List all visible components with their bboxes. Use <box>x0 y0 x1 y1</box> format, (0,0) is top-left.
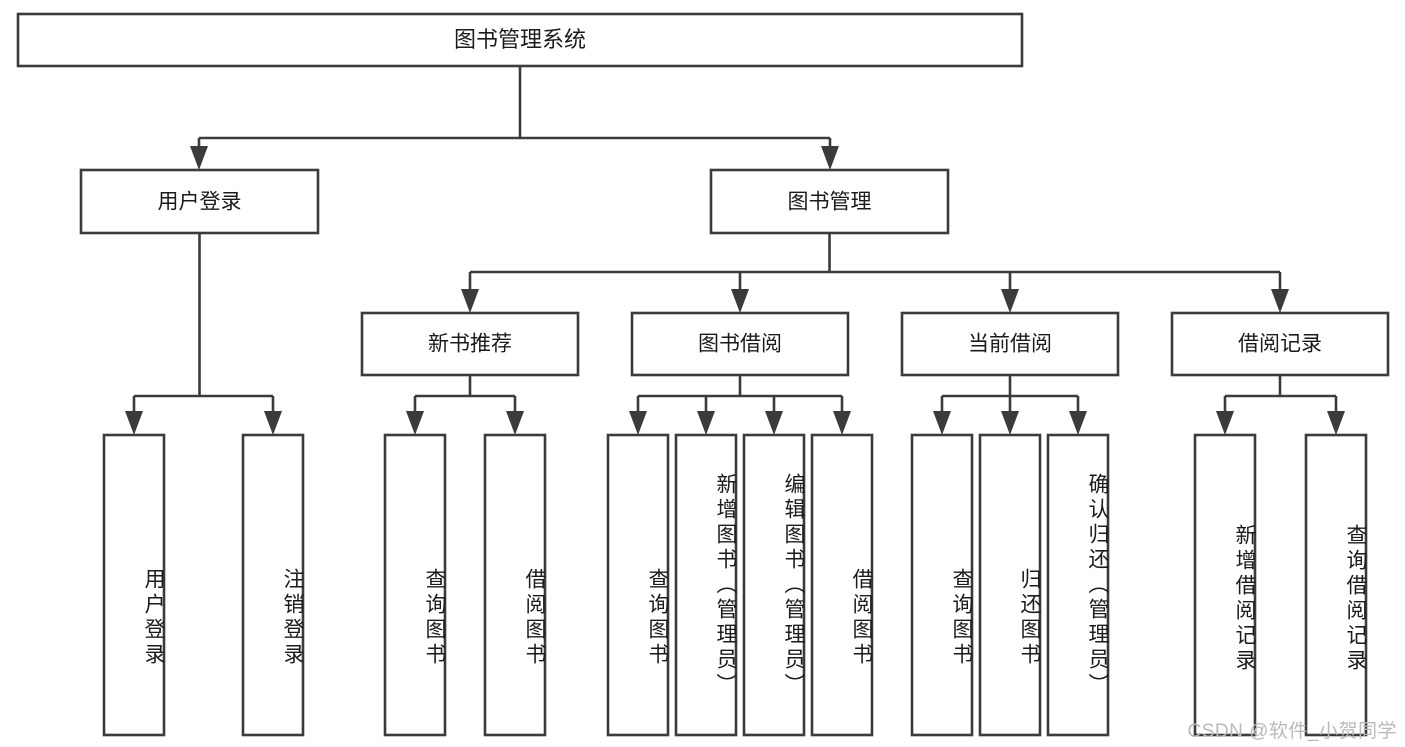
node-book-borrow[interactable]: 图书借阅 <box>630 311 850 377</box>
arrow-head-icon <box>833 411 851 435</box>
node-new-book-recommend-label: 新书推荐 <box>428 333 512 356</box>
arrow-head-icon <box>190 146 208 170</box>
arrow-head-icon <box>125 411 143 435</box>
node-user-login-box[interactable] <box>79 168 320 235</box>
leaf-box-logout[interactable] <box>241 433 305 737</box>
arrow-head-icon <box>461 289 479 313</box>
node-root[interactable]: 图书管理系统 <box>16 12 1024 68</box>
node-current-borrow-box[interactable] <box>900 311 1120 377</box>
node-new-book-recommend[interactable]: 新书推荐 <box>360 311 580 377</box>
leaf-box-query-book-1[interactable] <box>383 433 447 737</box>
leaf-box-borrow-book-1[interactable] <box>483 433 547 737</box>
arrow-head-icon <box>264 411 282 435</box>
leaf-box-edit-book-admin[interactable] <box>742 433 806 737</box>
node-current-borrow-label: 当前借阅 <box>968 333 1052 356</box>
arrow-head-icon <box>1271 289 1289 313</box>
connector-bookmgmt-to-level3 <box>461 233 1289 313</box>
leaf-box-confirm-return-admin[interactable] <box>1046 433 1110 737</box>
connector-group-current-borrow <box>933 375 1087 435</box>
arrow-head-icon <box>1001 289 1019 313</box>
arrow-head-icon <box>765 411 783 435</box>
leaf-box-add-book-admin[interactable] <box>674 433 738 737</box>
leaf-box-query-borrow-record[interactable] <box>1304 433 1368 737</box>
arrow-head-icon <box>1001 411 1019 435</box>
leaf-box-return-book[interactable] <box>978 433 1042 737</box>
arrow-head-icon <box>506 411 524 435</box>
node-book-management-label: 图书管理 <box>788 191 872 214</box>
arrow-head-icon <box>1216 411 1234 435</box>
node-book-management[interactable]: 图书管理 <box>709 168 950 235</box>
node-book-borrow-label: 图书借阅 <box>698 333 782 356</box>
connector-group-borrow-record <box>1216 375 1345 435</box>
arrow-head-icon <box>629 411 647 435</box>
leaf-box-add-borrow-record[interactable] <box>1193 433 1257 737</box>
node-current-borrow[interactable]: 当前借阅 <box>900 311 1120 377</box>
node-borrow-record[interactable]: 借阅记录 <box>1170 311 1390 377</box>
connector-root-to-level2 <box>190 66 839 170</box>
watermark-text: CSDN @软件_小贺同学 <box>1187 721 1397 742</box>
arrow-head-icon <box>1327 411 1345 435</box>
connector-group-book-borrow <box>629 375 851 435</box>
node-borrow-record-label: 借阅记录 <box>1238 333 1322 356</box>
arrow-head-icon <box>731 289 749 313</box>
leaf-box-borrow-book-2[interactable] <box>810 433 874 737</box>
leaf-box-user-login[interactable] <box>102 433 166 737</box>
arrow-head-icon <box>933 411 951 435</box>
arrow-head-icon <box>1069 411 1087 435</box>
arrow-head-icon <box>697 411 715 435</box>
connector-group-new-book-recommend <box>406 375 524 435</box>
node-root-label: 图书管理系统 <box>454 27 586 52</box>
node-root-box[interactable] <box>16 12 1024 68</box>
leaf-box-query-book-3[interactable] <box>910 433 974 737</box>
arrow-head-icon <box>821 146 839 170</box>
node-user-login[interactable]: 用户登录 <box>79 168 320 235</box>
node-new-book-recommend-box[interactable] <box>360 311 580 377</box>
connector-group-user-login <box>125 233 282 435</box>
arrow-head-icon <box>406 411 424 435</box>
leaf-box-query-book-2[interactable] <box>606 433 670 737</box>
node-user-login-label: 用户登录 <box>158 191 242 214</box>
